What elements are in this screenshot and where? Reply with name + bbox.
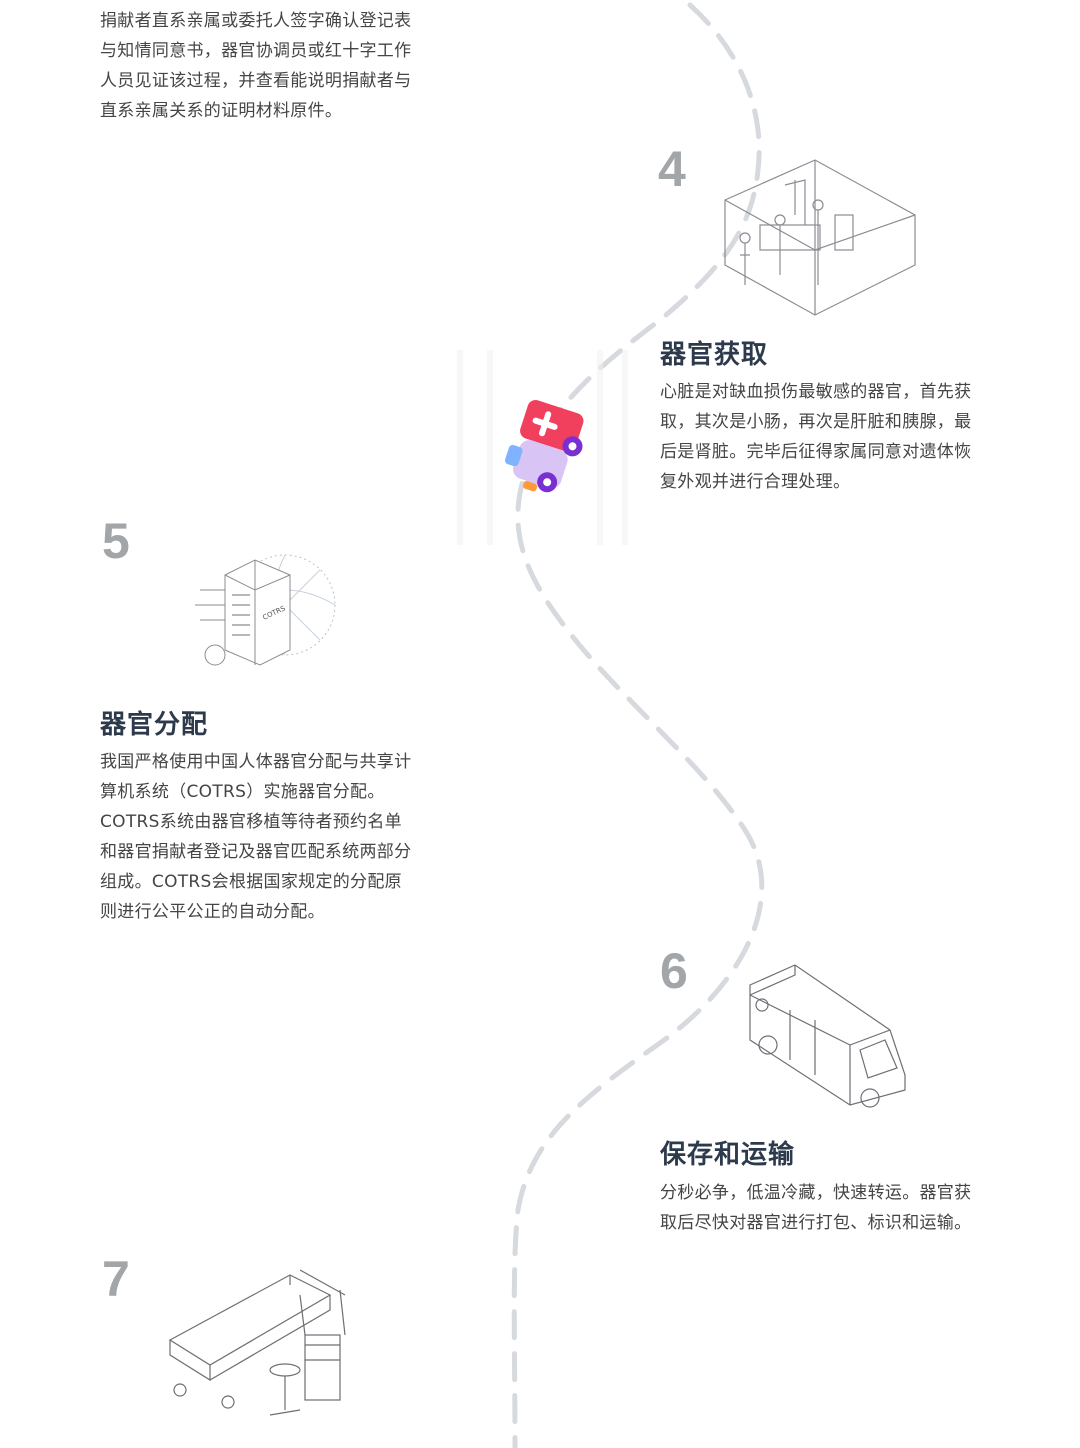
text-line: 复外观并进行合理处理。 [660,472,851,492]
text-line: COTRS系统由器官移植等待者预约名单 [100,812,402,832]
text-line: 取，其次是小肠，再次是肝脏和胰腺，最 [660,412,972,432]
text-line: 分秒必争，低温冷藏，快速转运。器官获 [660,1183,972,1203]
text-line: 直系亲属关系的证明材料原件。 [100,101,343,121]
intro-paragraph: 捐献者直系亲属或委托人签字确认登记表 与知情同意书，器官协调员或红十字工作 人员… [100,6,411,126]
text-line: 后是肾脏。完毕后征得家属同意对遗体恢 [660,442,972,462]
step-number-5: 5 [102,513,130,569]
text-line: 组成。COTRS会根据国家规定的分配原 [100,872,402,892]
step-title-6: 保存和运输 [660,1140,796,1170]
step-number-6: 6 [660,943,688,999]
text-line: 人员见证该过程，并查看能说明捐献者与 [100,71,412,91]
step-paragraph-5: 我国严格使用中国人体器官分配与共享计 算机系统（COTRS）实施器官分配。 CO… [100,747,411,927]
text-line: 捐献者直系亲属或委托人签字确认登记表 [100,11,412,31]
text-line: 算机系统（COTRS）实施器官分配。 [100,782,385,802]
text-line: 心脏是对缺血损伤最敏感的器官，首先获 [660,382,972,402]
text-line: 则进行公平公正的自动分配。 [100,902,325,922]
step-title-4: 器官获取 [660,340,769,370]
step-number-7: 7 [102,1251,130,1307]
text-line: 取后尽快对器官进行打包、标识和运输。 [660,1213,972,1233]
step-title-5: 器官分配 [100,710,209,740]
step-number-4: 4 [658,141,686,197]
step-paragraph-4: 心脏是对缺血损伤最敏感的器官，首先获 取，其次是小肠，再次是肝脏和胰腺，最 后是… [660,377,971,497]
step-paragraph-6: 分秒必争，低温冷藏，快速转运。器官获 取后尽快对器官进行打包、标识和运输。 [660,1178,971,1238]
text-line: 和器官捐献者登记及器官匹配系统两部分 [100,842,412,862]
text-line: 我国严格使用中国人体器官分配与共享计 [100,752,412,772]
text-line: 与知情同意书，器官协调员或红十字工作 [100,41,412,61]
